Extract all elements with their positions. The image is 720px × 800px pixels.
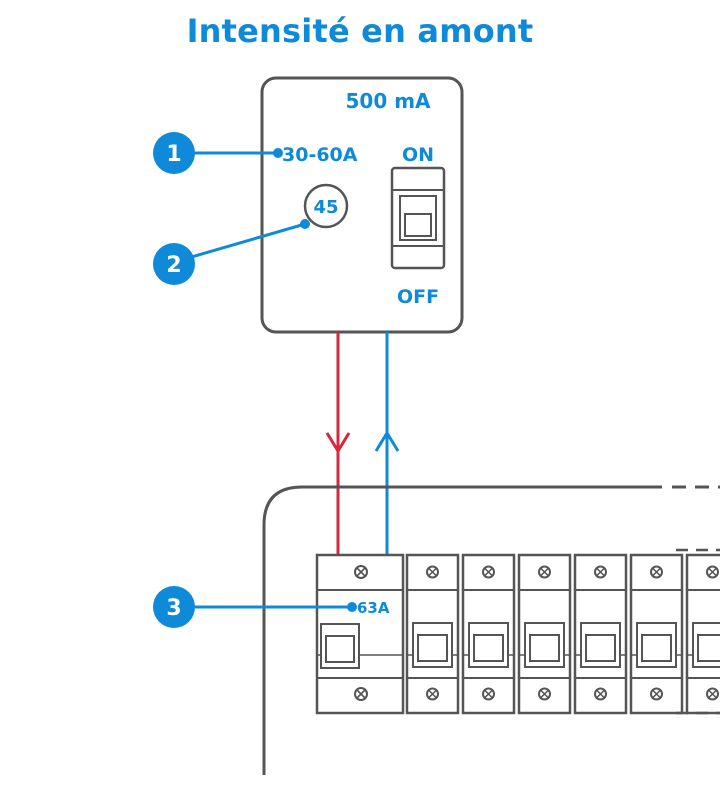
off-label: OFF <box>397 286 439 308</box>
screw-icon <box>594 687 607 701</box>
neutral-wire-arrow <box>374 430 400 452</box>
screw-icon <box>706 565 719 579</box>
branch-breaker[interactable] <box>405 553 460 715</box>
screw-icon <box>538 687 551 701</box>
distribution-panel-outline <box>262 485 662 775</box>
screw-icon <box>426 565 439 579</box>
marker-1: 1 <box>153 132 283 174</box>
marker-1-number: 1 <box>166 142 181 167</box>
branch-breaker[interactable] <box>517 553 572 715</box>
marker-3-number: 3 <box>166 596 181 621</box>
screw-icon <box>706 687 719 701</box>
setting-dial[interactable] <box>303 183 349 229</box>
screw-icon <box>538 565 551 579</box>
branch-breaker[interactable] <box>629 553 684 715</box>
marker-3: 3 <box>153 586 357 628</box>
breaker-toggle-switch[interactable] <box>390 166 446 270</box>
marker-2-number: 2 <box>166 253 181 278</box>
screw-icon <box>594 565 607 579</box>
branch-breakers <box>405 553 720 715</box>
branch-breaker[interactable] <box>685 553 720 715</box>
page-title: Intensité en amont <box>186 12 534 50</box>
main-rating-label: 63A <box>357 599 390 617</box>
range-label: 30-60A <box>282 144 358 166</box>
panel-main-breaker[interactable] <box>315 553 405 715</box>
screw-icon <box>426 687 439 701</box>
screw-icon <box>650 687 663 701</box>
live-wire-arrow <box>325 432 351 454</box>
screw-icon <box>482 687 495 701</box>
setting-value: 45 <box>313 197 338 218</box>
screw-icon <box>354 687 368 701</box>
screw-icon <box>650 565 663 579</box>
branch-breaker[interactable] <box>573 553 628 715</box>
on-label: ON <box>402 144 434 166</box>
screw-icon <box>482 565 495 579</box>
marker-2: 2 <box>153 219 310 285</box>
screw-icon <box>354 565 368 579</box>
branch-breaker[interactable] <box>461 553 516 715</box>
sensitivity-label: 500 mA <box>345 89 431 113</box>
